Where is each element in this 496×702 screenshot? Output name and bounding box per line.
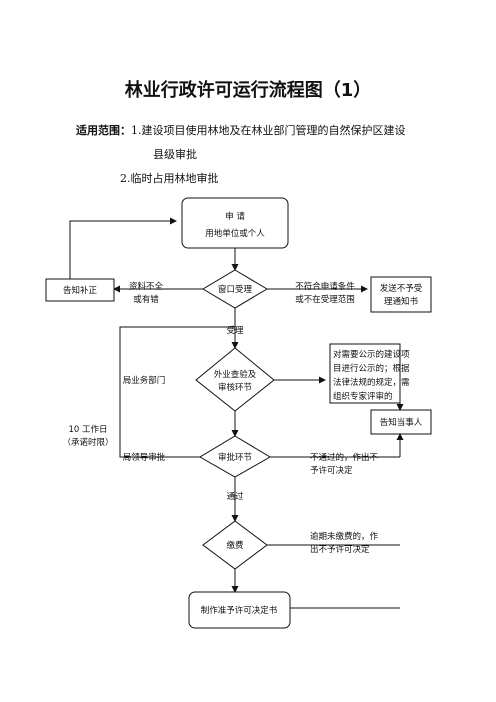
apply-box xyxy=(181,197,289,249)
passed-label: 通过 xyxy=(226,491,244,502)
page-title: 林业行政许可运行流程图（1） xyxy=(124,80,372,101)
scope-line-1: 适用范围：1.建设项目使用林地及在林业部门管理的自然保护区建设 xyxy=(76,122,406,138)
public-notice-line-3: 法律法规的规定，需 xyxy=(333,377,410,388)
apply-title: 申 请 xyxy=(225,211,245,222)
bureau-dept-label: 局业务部门 xyxy=(123,375,166,386)
send-reject-line-1: 发送不予受 xyxy=(380,283,423,294)
approve-diamond xyxy=(199,435,271,478)
approve-label: 审批环节 xyxy=(218,452,253,463)
public-notice-line-4: 组织专家评审的 xyxy=(333,391,393,402)
window-label: 窗口受理 xyxy=(218,284,253,295)
public-notice-line-1: 对需要公示的建设项 xyxy=(333,349,410,360)
overdue-label-1: 逾期未缴费的，作 xyxy=(310,531,379,542)
window-diamond xyxy=(202,269,268,309)
notify-party-box xyxy=(370,409,432,435)
inspect-line-2: 审核环节 xyxy=(218,382,253,393)
pay-diamond xyxy=(202,520,268,570)
accepted-label: 受理 xyxy=(226,325,244,336)
days-label-2: （承诺时限） xyxy=(62,437,113,448)
apply-subtitle: 用地单位或个人 xyxy=(205,228,265,239)
not-qualified-label-2: 或不在受理范围 xyxy=(295,294,355,305)
notify-party-label: 告知当事人 xyxy=(380,417,423,428)
public-notice-line-2: 目进行公示的；根据 xyxy=(333,363,410,374)
arrow-notify-fix-to-apply xyxy=(69,217,177,279)
send-reject-line-2: 理通知书 xyxy=(384,296,419,307)
scope-item-1: 1.建设项目使用林地及在林业部门管理的自然保护区建设 xyxy=(131,124,406,137)
decision-box xyxy=(188,591,291,629)
notify-fix-box xyxy=(45,278,115,302)
scope-label: 适用范围： xyxy=(76,124,131,137)
connectors xyxy=(69,217,404,609)
not-passed-label-2: 予许可决定 xyxy=(310,465,353,476)
time-limit-bracket xyxy=(119,326,235,458)
notify-fix-label: 告知补正 xyxy=(63,285,98,296)
inspect-line-1: 外业查验及 xyxy=(214,369,257,380)
send-reject-box xyxy=(370,276,432,313)
inspect-diamond xyxy=(195,347,275,412)
scope-item-2: 2.临时占用林地审批 xyxy=(120,172,219,185)
leader-review-label: 局领导审批 xyxy=(123,452,166,463)
overdue-label-2: 出不予许可决定 xyxy=(310,544,370,555)
not-qualified-label-1: 不符合申请条件 xyxy=(295,281,355,292)
incomplete-label-1: 资料不全 xyxy=(129,281,164,292)
incomplete-label-2: 或有错 xyxy=(133,294,159,305)
decision-label: 制作准予许可决定书 xyxy=(201,605,278,616)
days-label-1: 10 工作日 xyxy=(68,424,107,435)
not-passed-label-1: 不通过的，作出不 xyxy=(310,452,379,463)
pay-label: 缴费 xyxy=(226,540,244,551)
scope-item-1-continued: 县级审批 xyxy=(153,148,197,161)
public-notice-box xyxy=(329,343,401,404)
